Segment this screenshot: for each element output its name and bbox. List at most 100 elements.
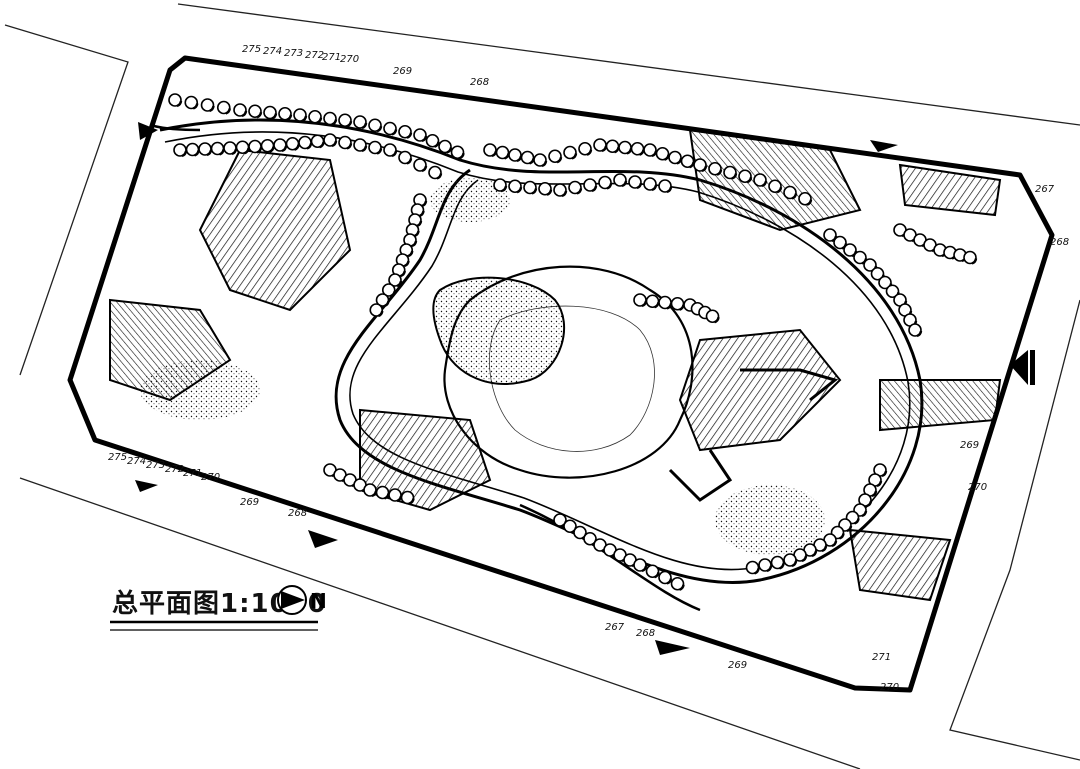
tree-shadow bbox=[208, 105, 215, 113]
contour-label: 270 bbox=[880, 682, 899, 693]
tree-shadow bbox=[713, 316, 720, 324]
tree-shadow bbox=[776, 186, 783, 194]
tree-shadow bbox=[390, 290, 396, 298]
tree-shadow bbox=[653, 571, 660, 579]
tree-canopy bbox=[353, 138, 367, 152]
tree-shadow bbox=[316, 117, 323, 124]
tree-canopy bbox=[293, 108, 307, 122]
tree-shadow bbox=[176, 100, 183, 108]
tree-canopy bbox=[628, 175, 642, 189]
tree-shadow bbox=[256, 111, 263, 119]
tree-shadow bbox=[731, 173, 738, 180]
tree-canopy bbox=[363, 483, 377, 497]
contour-label: 268 bbox=[1050, 237, 1069, 248]
tree-canopy bbox=[338, 135, 352, 150]
pavilion-structure bbox=[668, 368, 839, 502]
tree-shadow bbox=[811, 550, 818, 558]
tree-canopy bbox=[908, 323, 922, 337]
contour-label: 273 bbox=[146, 460, 165, 471]
tree-shadow bbox=[666, 186, 673, 194]
tree-shadow bbox=[876, 480, 883, 488]
tree-shadow bbox=[791, 193, 798, 200]
tree-canopy bbox=[823, 228, 837, 242]
tree-shadow bbox=[408, 498, 415, 505]
contour-label: 268 bbox=[288, 508, 307, 519]
tree-canopy bbox=[745, 560, 760, 575]
tree-shadow bbox=[406, 132, 413, 139]
tree-shadow bbox=[433, 141, 440, 148]
north-mark: N bbox=[310, 589, 327, 613]
tree-shadow bbox=[916, 330, 923, 338]
tree-canopy bbox=[428, 165, 442, 180]
tree-shadow bbox=[361, 122, 368, 130]
tree-shadow bbox=[881, 470, 888, 478]
tree-shadow bbox=[403, 260, 410, 268]
tree-canopy bbox=[573, 525, 587, 540]
tree-shadow bbox=[361, 145, 368, 153]
tree-canopy bbox=[338, 113, 352, 128]
tree-shadow bbox=[791, 560, 798, 568]
tree-canopy bbox=[520, 150, 535, 165]
tree-shadow bbox=[871, 490, 878, 498]
contour-label: 272 bbox=[305, 50, 324, 61]
tree-shadow bbox=[761, 180, 768, 188]
tree-shadow bbox=[391, 150, 398, 158]
tree-shadow bbox=[676, 158, 683, 165]
tree-canopy bbox=[645, 564, 660, 579]
tree-canopy bbox=[563, 519, 577, 534]
tree-shadow bbox=[838, 533, 845, 540]
lake-island bbox=[432, 276, 565, 385]
tree-canopies bbox=[168, 93, 978, 591]
tree-canopy bbox=[425, 133, 440, 148]
tree-canopy bbox=[216, 100, 231, 115]
tree-shadow bbox=[421, 165, 428, 173]
tree-shadow bbox=[866, 500, 873, 508]
tree-shadow bbox=[458, 152, 465, 160]
stippled-lawns bbox=[140, 178, 825, 555]
tree-canopy bbox=[413, 158, 427, 172]
contour-label: 271 bbox=[872, 652, 891, 663]
tree-canopy bbox=[400, 490, 415, 505]
tree-canopy bbox=[248, 104, 262, 119]
tree-canopy bbox=[783, 553, 797, 567]
left-entrance-path bbox=[149, 123, 201, 132]
tree-canopy bbox=[493, 178, 507, 192]
tree-canopy bbox=[438, 139, 452, 154]
tree-shadow bbox=[831, 540, 838, 548]
tree-shadow bbox=[541, 160, 548, 168]
tree-canopy bbox=[583, 178, 597, 192]
tree-canopy bbox=[843, 243, 857, 257]
contour-label: 269 bbox=[393, 66, 412, 77]
tree-canopy bbox=[668, 150, 682, 165]
tree-canopy bbox=[233, 103, 247, 117]
contour-label: 268 bbox=[636, 628, 655, 639]
tree-shadow bbox=[746, 176, 753, 184]
tree-shadow bbox=[753, 568, 760, 575]
tree-shadow bbox=[391, 129, 398, 136]
tree-shadow bbox=[651, 150, 658, 158]
contour-label: 274 bbox=[263, 46, 282, 57]
tree-canopy bbox=[538, 181, 552, 196]
tree-canopy bbox=[508, 148, 522, 162]
tree-canopy bbox=[398, 150, 412, 165]
tree-shadow bbox=[853, 518, 860, 525]
tree-shadow bbox=[861, 510, 868, 518]
tree-canopy bbox=[375, 485, 390, 500]
tree-shadow bbox=[636, 182, 643, 190]
tree-shadow bbox=[376, 125, 383, 133]
contour-label: 270 bbox=[340, 54, 359, 65]
contour-label: 268 bbox=[470, 77, 489, 88]
tree-shadow bbox=[225, 108, 231, 115]
tree-canopy bbox=[705, 309, 720, 324]
tree-shadow bbox=[271, 113, 278, 120]
tree-shadow bbox=[406, 158, 413, 165]
tree-shadow bbox=[346, 120, 353, 128]
tree-shadow bbox=[591, 185, 598, 193]
tree-shadow bbox=[688, 161, 695, 169]
contour-label: 273 bbox=[284, 48, 303, 59]
tree-canopy bbox=[753, 173, 767, 187]
tree-canopy bbox=[658, 570, 672, 585]
tree-canopy bbox=[723, 165, 737, 180]
tree-canopy bbox=[388, 488, 402, 502]
tree-shadow bbox=[411, 240, 418, 248]
